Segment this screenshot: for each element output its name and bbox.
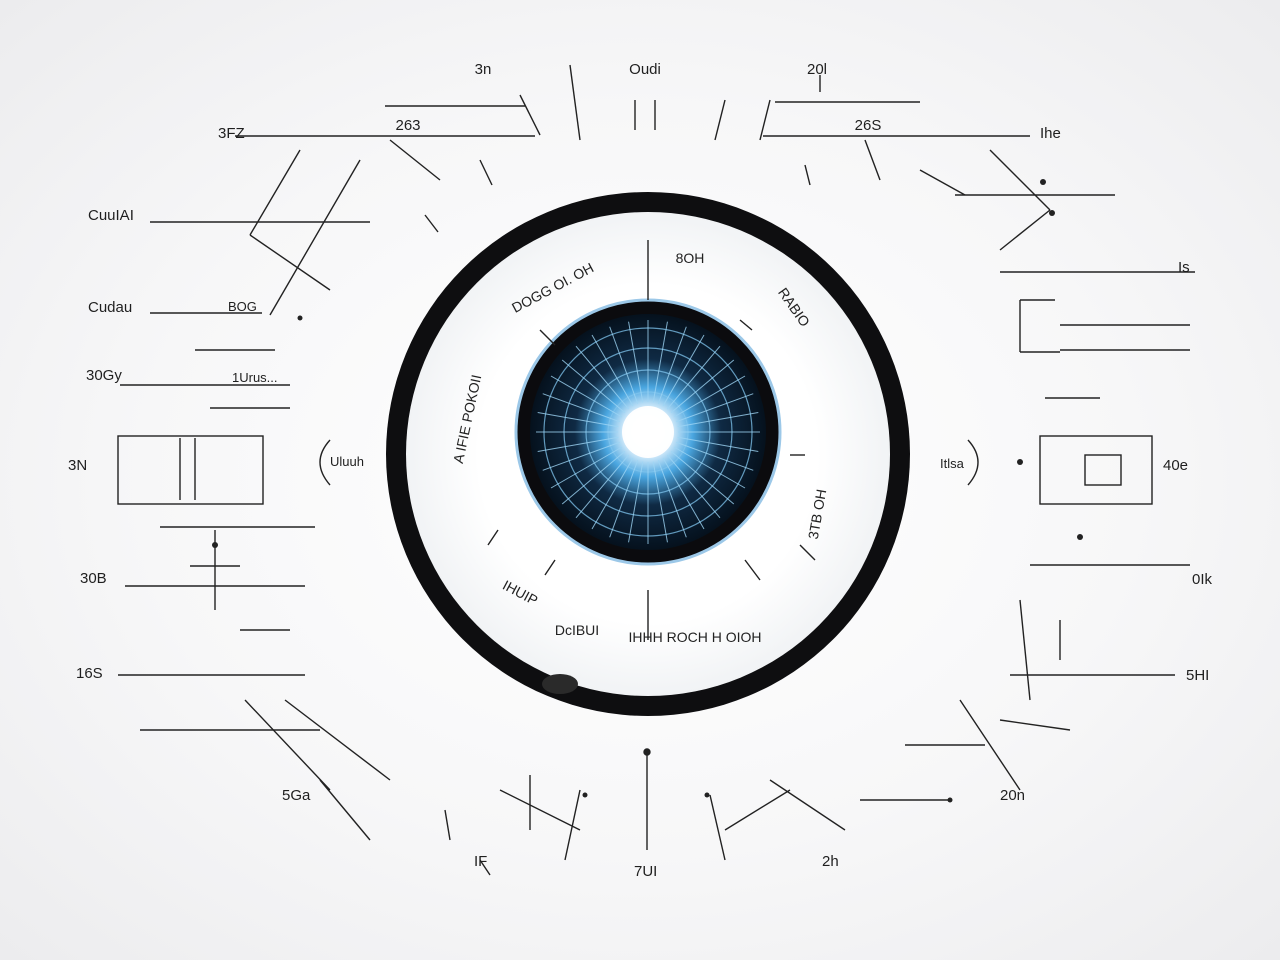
label-right-3: 40e [1163, 457, 1188, 474]
iris-spoke [676, 393, 754, 423]
label-left-1: 3FZ [218, 125, 245, 142]
iris-spoke [575, 454, 630, 519]
iris-spoke [657, 326, 687, 404]
iris-spoke [666, 345, 721, 410]
label-top-left: 3n [475, 61, 492, 78]
iris-spoke [677, 436, 759, 452]
iris-spoke [676, 441, 754, 471]
left-bracket-arc [319, 439, 331, 486]
ring-ticks [487, 240, 816, 640]
label-top-center: Oudi [629, 61, 661, 78]
label-left-7: 16S [76, 665, 103, 682]
ring-text-bottom-left: DcIBUI [555, 622, 599, 638]
iris-spoke [575, 345, 630, 410]
iris-spoke [628, 321, 644, 403]
iris-spoke [662, 457, 705, 530]
iris-spoke [609, 460, 639, 538]
label-left-6: 30B [80, 570, 107, 587]
iris-spoke [542, 441, 620, 471]
label-left-8: 5Ga [282, 787, 311, 804]
callout-lines [117, 64, 1195, 876]
iris-spoke [537, 412, 619, 428]
label-bottom-right: 2h [822, 853, 839, 870]
label-bottom-left: IF [474, 853, 487, 870]
iris-spoke [677, 412, 759, 428]
label-right-4: 0Ik [1192, 571, 1213, 588]
label-right-1: Ihe [1040, 125, 1061, 142]
iris-spoke [591, 334, 634, 407]
iris-spoke [591, 457, 634, 530]
iris-spoke [673, 375, 746, 418]
right-bracket-arc [967, 439, 979, 486]
label-right-mid: Itlsa [940, 456, 965, 471]
ring-text-top: 8OH [676, 250, 705, 266]
label-left-2: CuuIAI [88, 207, 134, 224]
iris-spoke [628, 461, 644, 543]
iris-spoke [662, 334, 705, 407]
label-left-4: 30Gy [86, 367, 122, 384]
iris-spoke [673, 446, 746, 489]
iris-spoke [561, 359, 626, 414]
label-top-right: 20l [807, 61, 827, 78]
label-left-inner-a: 1Urus... [232, 370, 278, 385]
ring-notch [542, 674, 578, 694]
label-left-5: 3N [68, 457, 87, 474]
iris [514, 298, 782, 566]
iris-spoke [666, 454, 721, 519]
iris-spoke [550, 375, 623, 418]
label-upper-right-bracket: 26S [855, 117, 882, 134]
iris-spoke [561, 450, 626, 505]
label-right-6: 20n [1000, 787, 1025, 804]
iris-grid [536, 320, 760, 544]
label-bottom-center: 7UI [634, 863, 657, 880]
iris-spoke [657, 460, 687, 538]
iris-spoke [670, 450, 735, 505]
iris-spoke [670, 359, 735, 414]
ring-text-bottom: IHHH ROCH H OIOH [629, 629, 762, 645]
label-left-3: Cudau [88, 299, 132, 316]
iris-spoke [652, 321, 668, 403]
label-right-5: 5HI [1186, 667, 1209, 684]
label-left-inner-b: BOG [228, 299, 257, 314]
iris-spoke [537, 436, 619, 452]
label-left-mid: Uluuh [330, 454, 364, 469]
label-upper-left-bracket: 263 [395, 117, 420, 134]
iris-spoke [550, 446, 623, 489]
iris-spoke [609, 326, 639, 404]
iris-spoke [652, 461, 668, 543]
label-right-2: Is [1178, 259, 1190, 276]
iris-spoke [542, 393, 620, 423]
marker-dots [212, 179, 1083, 803]
